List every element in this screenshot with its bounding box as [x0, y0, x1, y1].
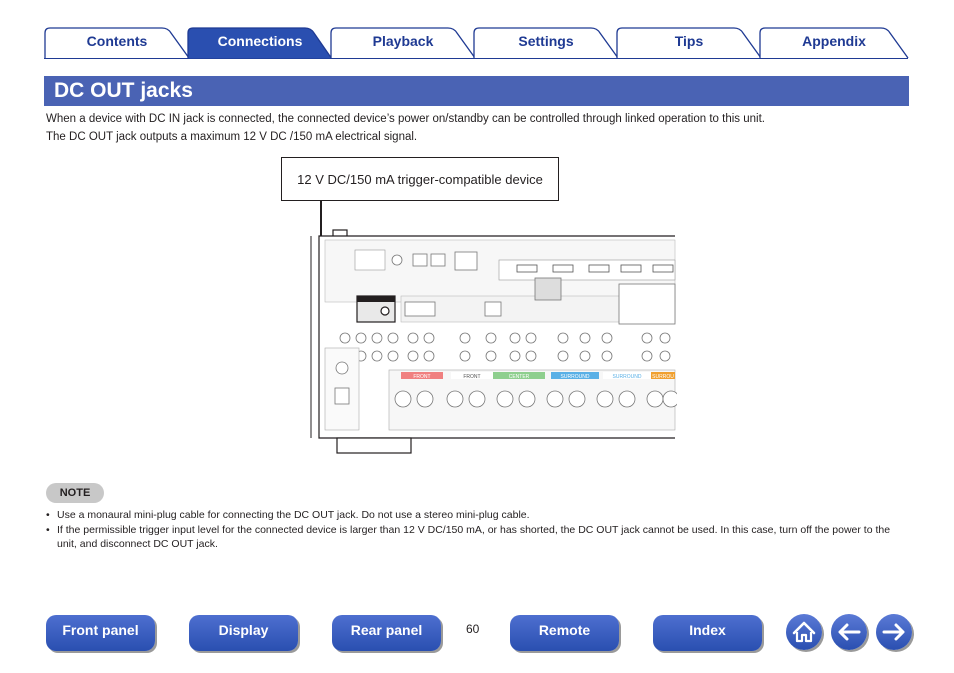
note-list: Use a monaural mini-plug cable for conne…: [46, 508, 912, 552]
page-title-bar: DC OUT jacks: [44, 76, 909, 106]
chassis-foot: [336, 437, 412, 454]
speaker-label-front-2: FRONT: [463, 374, 480, 380]
tab-appendix[interactable]: Appendix: [759, 27, 909, 59]
tab-settings[interactable]: Settings: [473, 27, 619, 59]
arrow-left-icon: [838, 623, 861, 641]
top-tab-bar: Contents Connections Playback Settings T…: [0, 0, 954, 62]
note-item: Use a monaural mini-plug cable for conne…: [46, 508, 912, 522]
speaker-label-surround-1: SURROUND: [561, 374, 590, 380]
tab-settings-label: Settings: [518, 33, 574, 49]
tab-contents[interactable]: Contents: [44, 27, 190, 59]
tab-appendix-label: Appendix: [802, 33, 866, 49]
page-number: 60: [466, 622, 480, 636]
note-badge: NOTE: [46, 483, 104, 503]
tab-tips-label: Tips: [674, 33, 704, 49]
tab-playback[interactable]: Playback: [330, 27, 476, 59]
home-button[interactable]: [786, 614, 822, 650]
tab-contents-label: Contents: [86, 33, 148, 49]
index-button[interactable]: Index: [653, 615, 762, 651]
rear-panel-diagram: FRONT FRONT CENTER SURROUND SURROUND SUR…: [310, 201, 677, 454]
front-panel-button[interactable]: Front panel: [46, 615, 155, 651]
display-button[interactable]: Display: [189, 615, 298, 651]
ethernet-port-icon: [454, 251, 478, 271]
speaker-terminals: [394, 390, 677, 408]
remote-button[interactable]: Remote: [510, 615, 619, 651]
tab-connections[interactable]: Connections: [187, 27, 333, 59]
page-title: DC OUT jacks: [54, 79, 193, 102]
trigger-device-label: 12 V DC/150 mA trigger-compatible device: [297, 171, 543, 187]
speaker-label-center: CENTER: [509, 374, 530, 380]
intro-paragraph-1: When a device with DC IN jack is connect…: [46, 113, 765, 125]
home-icon: [792, 621, 816, 643]
speaker-label-surround-3: SURROU: [652, 374, 674, 380]
tab-tips[interactable]: Tips: [616, 27, 762, 59]
intro-paragraph-2: The DC OUT jack outputs a maximum 12 V D…: [46, 131, 418, 143]
tab-playback-label: Playback: [372, 33, 434, 49]
dc-out-jack-icon: [380, 306, 390, 316]
note-item: If the permissible trigger input level f…: [46, 523, 912, 551]
arrow-right-icon: [882, 623, 905, 641]
speaker-label-surround-2: SURROUND: [613, 374, 642, 380]
trigger-device-box: 12 V DC/150 mA trigger-compatible device: [281, 157, 559, 201]
rca-jack-row-1: [339, 332, 671, 344]
speaker-label-front-1: FRONT: [413, 374, 430, 380]
tab-baseline: [44, 58, 908, 59]
forward-button[interactable]: [876, 614, 912, 650]
rear-panel-button[interactable]: Rear panel: [332, 615, 441, 651]
back-button[interactable]: [831, 614, 867, 650]
tab-connections-label: Connections: [217, 33, 303, 49]
